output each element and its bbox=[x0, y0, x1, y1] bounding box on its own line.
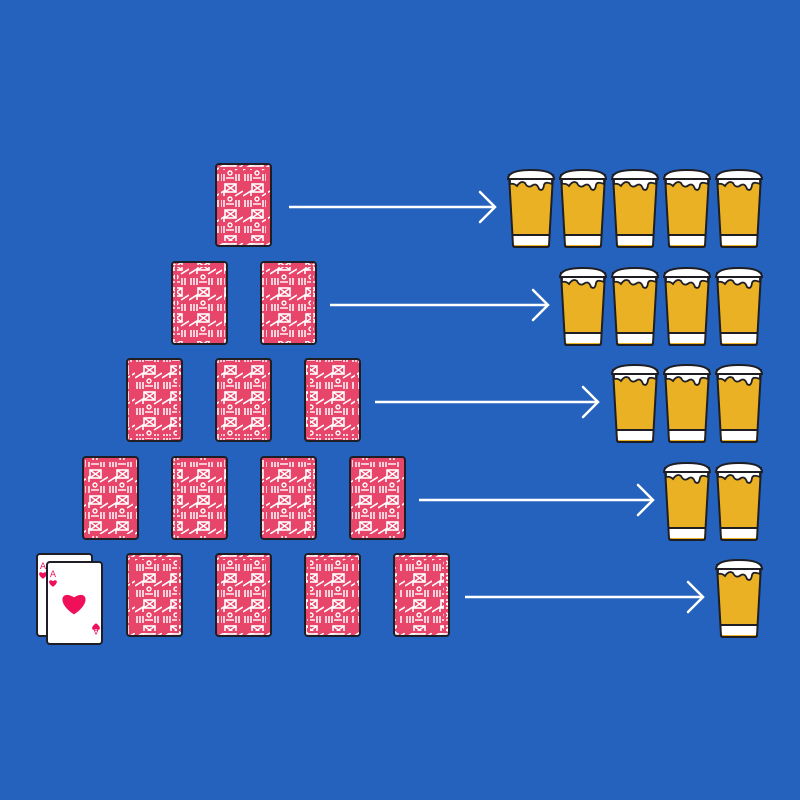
card-back bbox=[349, 456, 406, 540]
beer-glass bbox=[662, 363, 712, 443]
heart-icon bbox=[49, 580, 57, 587]
arrow-icon bbox=[330, 288, 550, 322]
beer-glass bbox=[558, 266, 608, 346]
beer-glass bbox=[714, 558, 764, 638]
heart-icon bbox=[39, 572, 47, 579]
arrow-icon bbox=[465, 580, 705, 614]
beer-glass bbox=[714, 461, 764, 541]
card-rank: A bbox=[40, 562, 47, 572]
card-back bbox=[215, 163, 272, 247]
card-rank: A bbox=[92, 625, 99, 635]
card-back bbox=[304, 358, 361, 442]
card-back bbox=[126, 553, 183, 637]
card-back bbox=[82, 456, 139, 540]
card-back bbox=[171, 456, 228, 540]
beer-glass bbox=[714, 363, 764, 443]
card-rank: A bbox=[50, 570, 57, 580]
beer-glass bbox=[610, 363, 660, 443]
card-back bbox=[260, 261, 317, 345]
heart-icon bbox=[62, 594, 86, 615]
beer-glass bbox=[714, 168, 764, 248]
beer-glass bbox=[714, 266, 764, 346]
beer-glass bbox=[558, 168, 608, 248]
ace-of-hearts-card: AA bbox=[46, 561, 103, 645]
beer-glass bbox=[610, 168, 660, 248]
card-back bbox=[260, 456, 317, 540]
heart-icon bbox=[92, 623, 100, 630]
arrow-icon bbox=[419, 483, 655, 517]
card-back bbox=[215, 553, 272, 637]
arrow-icon bbox=[375, 385, 600, 419]
card-back bbox=[171, 261, 228, 345]
beer-glass bbox=[610, 266, 660, 346]
card-back bbox=[393, 553, 450, 637]
card-back bbox=[215, 358, 272, 442]
beer-glass bbox=[662, 168, 712, 248]
beer-glass bbox=[662, 461, 712, 541]
arrow-icon bbox=[289, 190, 497, 224]
beer-glass bbox=[662, 266, 712, 346]
beer-glass bbox=[506, 168, 556, 248]
card-back bbox=[126, 358, 183, 442]
card-back bbox=[304, 553, 361, 637]
